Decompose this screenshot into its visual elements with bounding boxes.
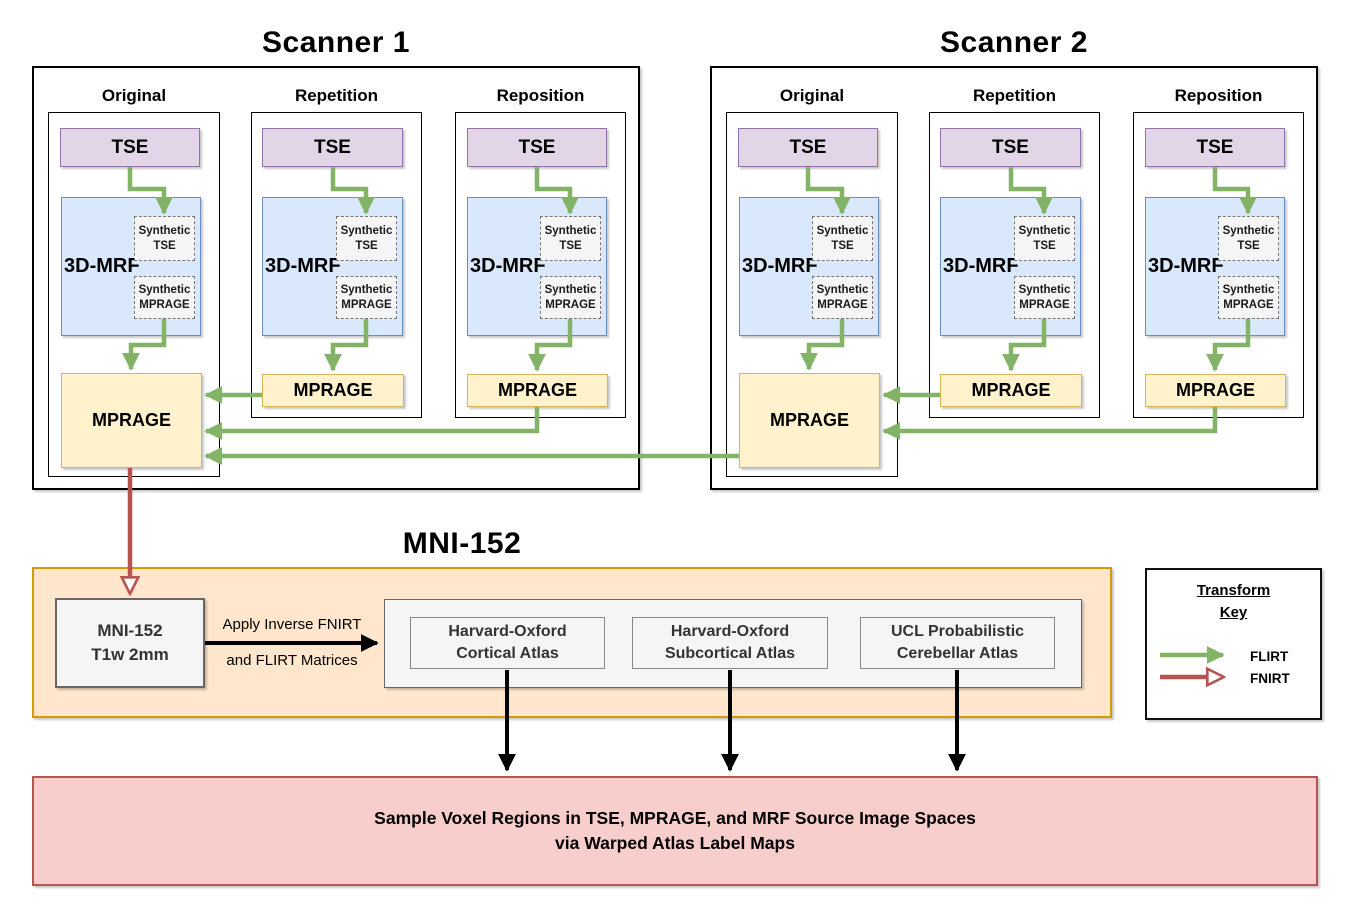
tse-label: TSE xyxy=(111,136,149,158)
synthetic-tse-label: Synthetic TSE xyxy=(138,224,191,252)
mprage-label: MPRAGE xyxy=(971,380,1051,400)
synthetic-tse-label: Synthetic TSE xyxy=(1018,224,1071,252)
mprage-box-s2-reposition: MPRAGE xyxy=(1145,374,1286,407)
mrf-label: 3D-MRF xyxy=(943,255,1019,277)
transform-key-title: Transform Key xyxy=(1147,580,1320,624)
synthetic-tse-box: Synthetic TSE xyxy=(1014,216,1075,261)
tse-box: TSE xyxy=(738,128,878,167)
tse-box: TSE xyxy=(940,128,1081,167)
atlas-label-line2: Cerebellar Atlas xyxy=(896,645,1019,662)
tse-box: TSE xyxy=(467,128,607,167)
tse-label: TSE xyxy=(789,136,827,158)
tse-label: TSE xyxy=(1196,136,1234,158)
atlas-label-line1: UCL Probabilistic xyxy=(890,623,1025,641)
synthetic-mprage-label: Synthetic MPRAGE xyxy=(816,283,869,311)
synthetic-tse-box: Synthetic TSE xyxy=(540,216,601,261)
mprage-box-s1-reposition: MPRAGE xyxy=(467,374,608,407)
mni-template-box: MNI-152 T1w 2mm xyxy=(55,598,205,688)
atlas-label-line2: Cortical Atlas xyxy=(456,645,559,662)
synthetic-tse-box: Synthetic TSE xyxy=(812,216,873,261)
synthetic-tse-box: Synthetic TSE xyxy=(134,216,195,261)
column-header-reposition: Reposition xyxy=(496,86,585,105)
legend-flirt-label: FLIRT xyxy=(1250,649,1289,664)
column-header-original: Original xyxy=(779,86,845,105)
atlas-label-line2: Subcortical Atlas xyxy=(664,645,796,662)
mni-title: MNI-152 xyxy=(402,527,522,560)
legend-fnirt-label: FNIRT xyxy=(1250,671,1290,686)
mrf-label: 3D-MRF xyxy=(1148,255,1224,277)
tse-label: TSE xyxy=(314,136,351,158)
mprage-box-s2-original: MPRAGE xyxy=(739,373,880,468)
mprage-label: MPRAGE xyxy=(497,380,577,400)
mprage-label: MPRAGE xyxy=(1175,380,1255,400)
atlas-box-cerebellar: UCL Probabilistic Cerebellar Atlas xyxy=(860,617,1055,669)
mprage-box-s1-original: MPRAGE xyxy=(61,373,202,468)
output-box: Sample Voxel Regions in TSE, MPRAGE, and… xyxy=(32,776,1318,886)
synthetic-tse-box: Synthetic TSE xyxy=(336,216,397,261)
scanner1-title: Scanner 1 xyxy=(262,26,410,59)
synthetic-mprage-box: Synthetic MPRAGE xyxy=(1014,276,1075,319)
synthetic-tse-label: Synthetic TSE xyxy=(816,224,869,252)
mprage-box-s2-repetition: MPRAGE xyxy=(940,374,1082,407)
column-header-original: Original xyxy=(101,86,167,105)
synthetic-tse-label: Synthetic TSE xyxy=(340,224,393,252)
transform-key-title-line2: Key xyxy=(1219,603,1248,621)
atlas-label-line1: Harvard-Oxford xyxy=(448,623,567,641)
mrf-label: 3D-MRF xyxy=(470,255,546,277)
synthetic-mprage-label: Synthetic MPRAGE xyxy=(138,283,191,311)
synthetic-mprage-label: Synthetic MPRAGE xyxy=(544,283,597,311)
synthetic-mprage-box: Synthetic MPRAGE xyxy=(134,276,195,319)
column-header-repetition: Repetition xyxy=(294,86,379,105)
synthetic-mprage-box: Synthetic MPRAGE xyxy=(812,276,873,319)
tse-label: TSE xyxy=(518,136,556,158)
atlas-box-subcortical: Harvard-Oxford Subcortical Atlas xyxy=(632,617,828,669)
tse-label: TSE xyxy=(992,136,1029,158)
mni-template-line2: T1w 2mm xyxy=(91,645,169,664)
column-header-repetition: Repetition xyxy=(972,86,1057,105)
apply-transforms-label-line1: Apply Inverse FNIRT xyxy=(222,616,362,633)
synthetic-mprage-box: Synthetic MPRAGE xyxy=(1218,276,1279,319)
mprage-label: MPRAGE xyxy=(91,410,171,430)
atlas-box-cortical: Harvard-Oxford Cortical Atlas xyxy=(410,617,605,669)
transform-key-box: Transform Key FLIRT FNIRT xyxy=(1145,568,1322,720)
mrf-label: 3D-MRF xyxy=(742,255,818,277)
atlas-label-line1: Harvard-Oxford xyxy=(670,623,790,641)
mni-template-line1: MNI-152 xyxy=(97,621,163,641)
tse-box: TSE xyxy=(262,128,403,167)
synthetic-mprage-label: Synthetic MPRAGE xyxy=(1018,283,1071,311)
mprage-box-s1-repetition: MPRAGE xyxy=(262,374,404,407)
mprage-label: MPRAGE xyxy=(769,410,849,430)
synthetic-mprage-box: Synthetic MPRAGE xyxy=(336,276,397,319)
output-line2: via Warped Atlas Label Maps xyxy=(555,833,795,853)
tse-box: TSE xyxy=(1145,128,1285,167)
mrf-label: 3D-MRF xyxy=(64,255,140,277)
synthetic-mprage-label: Synthetic MPRAGE xyxy=(340,283,393,311)
apply-transforms-label-line2: and FLIRT Matrices xyxy=(226,652,358,669)
synthetic-mprage-box: Synthetic MPRAGE xyxy=(540,276,601,319)
scanner2-title: Scanner 2 xyxy=(940,26,1088,59)
tse-box: TSE xyxy=(60,128,200,167)
synthetic-tse-label: Synthetic TSE xyxy=(1222,224,1275,252)
column-header-reposition: Reposition xyxy=(1174,86,1263,105)
synthetic-mprage-label: Synthetic MPRAGE xyxy=(1222,283,1275,311)
synthetic-tse-label: Synthetic TSE xyxy=(544,224,597,252)
mprage-label: MPRAGE xyxy=(293,380,373,400)
mrf-label: 3D-MRF xyxy=(265,255,341,277)
output-line1: Sample Voxel Regions in TSE, MPRAGE, and… xyxy=(374,807,976,828)
transform-key-title-line1: Transform xyxy=(1196,582,1271,599)
synthetic-tse-box: Synthetic TSE xyxy=(1218,216,1279,261)
